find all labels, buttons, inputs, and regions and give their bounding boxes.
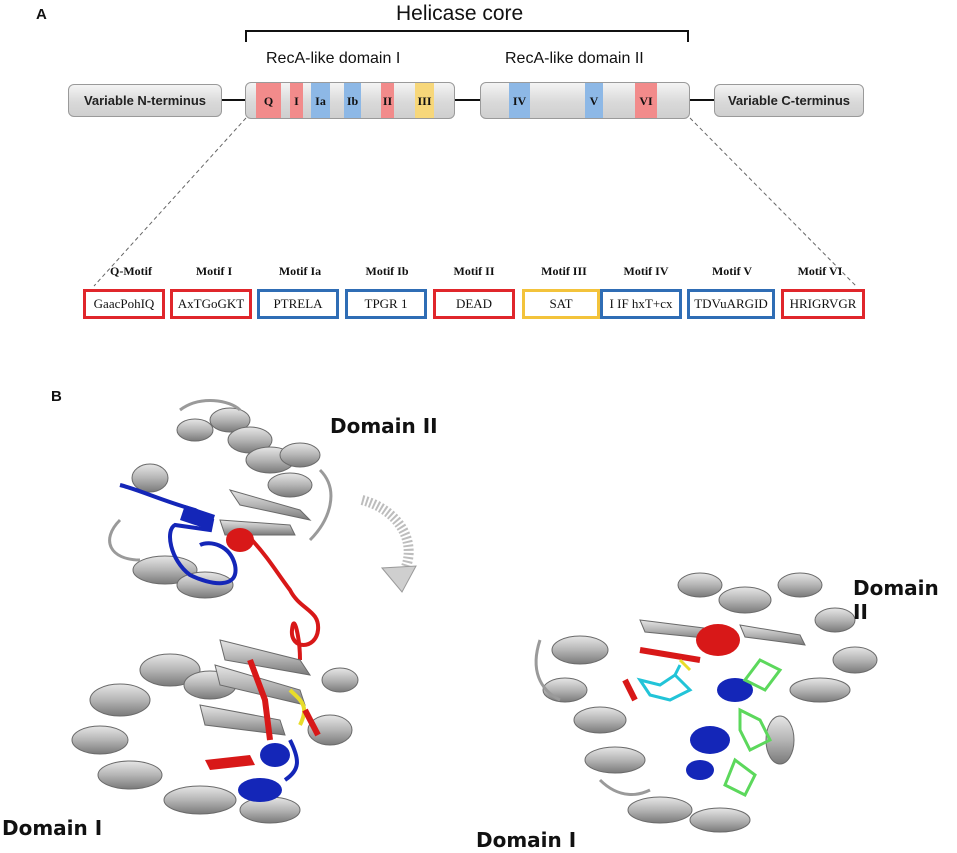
motif-seq-i: AxTGoGKT	[170, 289, 252, 319]
block-q-label: Q	[263, 93, 274, 108]
motif-seq-v: TDVuARGID	[687, 289, 775, 319]
motif-header-q: Q-Motif	[110, 264, 152, 278]
c-terminus-label: Variable C-terminus	[727, 93, 851, 108]
block-ii: II	[381, 83, 394, 118]
domain2-box: IV V VI	[480, 82, 690, 119]
domain1-title: RecA-like domain I	[266, 50, 401, 67]
motif-header-v: Motif V	[711, 264, 753, 278]
motif-header-iv: Motif IV	[623, 264, 669, 278]
block-i: I	[290, 83, 303, 118]
block-ia-label: Ia	[315, 93, 326, 108]
block-ii-label: II	[382, 93, 393, 108]
panel-a-label: A	[36, 6, 47, 23]
block-iii-label: III	[417, 93, 432, 108]
motif-header-ib: Motif Ib	[365, 264, 409, 278]
c-terminus-box: Variable C-terminus	[714, 84, 864, 117]
left-domain1-ribbons	[71, 639, 359, 824]
motif-header-iii: Motif III	[541, 264, 587, 278]
right-domain2-label: Domain II	[853, 576, 939, 624]
block-v-label: V	[589, 93, 599, 108]
block-i-label: I	[294, 93, 299, 108]
motif-seq-q: GaacPohIQ	[83, 289, 165, 319]
block-ia: Ia	[311, 83, 330, 118]
block-q: Q	[256, 83, 281, 118]
helicase-core-title: Helicase core	[396, 2, 524, 25]
block-iv: IV	[509, 83, 530, 118]
left-domain2-ribbons	[131, 407, 321, 599]
block-v: V	[585, 83, 603, 118]
motif-header-vi: Motif VI	[797, 264, 843, 278]
left-domain2-label: Domain II	[330, 414, 438, 438]
domain2-title: RecA-like domain II	[505, 50, 644, 67]
n-terminus-label: Variable N-terminus	[83, 93, 207, 108]
motif-seq-ib: TPGR 1	[345, 289, 427, 319]
block-vi-label: VI	[639, 93, 653, 108]
motif-seq-ii: DEAD	[433, 289, 515, 319]
block-iv-label: IV	[512, 93, 527, 108]
motif-seq-vi: HRIGRVGR	[781, 289, 865, 319]
n-terminus-box: Variable N-terminus	[68, 84, 222, 117]
right-domain1-label: Domain I	[476, 828, 577, 852]
block-ib-label: Ib	[346, 93, 359, 108]
motif-seq-iv: I IF hxT+cx	[600, 289, 682, 319]
panel-b-label: B	[51, 388, 62, 405]
motif-header-ia: Motif Ia	[278, 264, 322, 278]
left-domain1-label: Domain I	[2, 816, 103, 840]
domain1-box: Q I Ia Ib II III	[245, 82, 455, 119]
block-iii: III	[415, 83, 434, 118]
block-vi: VI	[635, 83, 657, 118]
motif-header-i: Motif I	[195, 264, 233, 278]
motif-seq-ia: PTRELA	[257, 289, 339, 319]
motif-header-ii: Motif II	[453, 264, 495, 278]
motif-seq-iii: SAT	[522, 289, 600, 319]
block-ib: Ib	[344, 83, 361, 118]
